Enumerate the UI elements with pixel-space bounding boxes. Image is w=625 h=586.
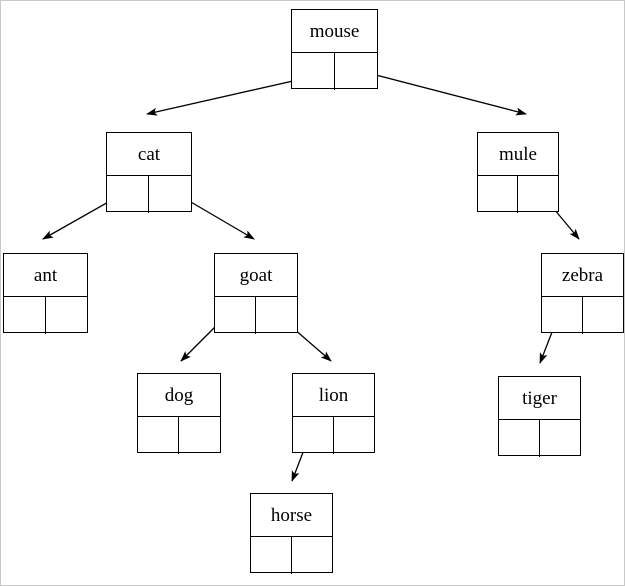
left-pointer-cell-horse[interactable] (251, 537, 292, 574)
tree-node-cat[interactable]: cat (106, 132, 192, 213)
node-child-pointers-lion (293, 416, 374, 454)
tree-node-mule[interactable]: mule (477, 132, 559, 213)
node-label-zebra: zebra (561, 264, 604, 286)
left-pointer-cell-lion[interactable] (293, 417, 334, 454)
node-child-pointers-tiger (499, 419, 580, 457)
right-pointer-cell-mule[interactable] (518, 176, 558, 213)
left-pointer-cell-ant[interactable] (4, 297, 46, 334)
right-pointer-cell-horse[interactable] (292, 537, 333, 574)
node-child-pointers-mule (478, 175, 558, 213)
node-label-dog: dog (164, 384, 194, 406)
right-pointer-cell-dog[interactable] (179, 417, 220, 454)
tree-node-tiger[interactable]: tiger (498, 376, 581, 457)
node-label-cat: cat (137, 143, 161, 165)
node-child-pointers-zebra (542, 296, 623, 334)
tree-node-lion[interactable]: lion (292, 373, 375, 454)
tree-node-zebra[interactable]: zebra (541, 253, 624, 334)
right-pointer-cell-tiger[interactable] (540, 420, 581, 457)
node-label-goat: goat (239, 264, 273, 286)
node-label-ant: ant (33, 264, 58, 286)
left-pointer-cell-mouse[interactable] (292, 53, 335, 90)
node-label-horse: horse (270, 504, 313, 526)
node-child-pointers-horse (251, 536, 332, 574)
right-pointer-cell-lion[interactable] (334, 417, 375, 454)
tree-node-dog[interactable]: dog (137, 373, 221, 454)
left-pointer-cell-tiger[interactable] (499, 420, 540, 457)
tree-node-ant[interactable]: ant (3, 253, 88, 334)
tree-node-goat[interactable]: goat (214, 253, 298, 334)
right-pointer-cell-mouse[interactable] (335, 53, 378, 90)
left-pointer-cell-zebra[interactable] (542, 297, 583, 334)
node-child-pointers-cat (107, 175, 191, 213)
node-child-pointers-ant (4, 296, 87, 334)
tree-node-mouse[interactable]: mouse (291, 9, 378, 90)
node-child-pointers-goat (215, 296, 297, 334)
node-child-pointers-mouse (292, 52, 377, 90)
tree-edge-mouse-to-mule (352, 68, 527, 116)
tree-node-horse[interactable]: horse (250, 493, 333, 574)
left-pointer-cell-cat[interactable] (107, 176, 149, 213)
node-label-mule: mule (499, 143, 537, 165)
left-pointer-cell-mule[interactable] (478, 176, 518, 213)
left-pointer-cell-dog[interactable] (138, 417, 179, 454)
right-pointer-cell-ant[interactable] (46, 297, 88, 334)
node-label-mouse: mouse (309, 20, 360, 42)
right-pointer-cell-cat[interactable] (149, 176, 191, 213)
node-label-tiger: tiger (522, 387, 557, 409)
right-pointer-cell-goat[interactable] (256, 297, 297, 334)
right-pointer-cell-zebra[interactable] (583, 297, 624, 334)
node-child-pointers-dog (138, 416, 220, 454)
left-pointer-cell-goat[interactable] (215, 297, 256, 334)
node-label-lion: lion (318, 384, 349, 406)
